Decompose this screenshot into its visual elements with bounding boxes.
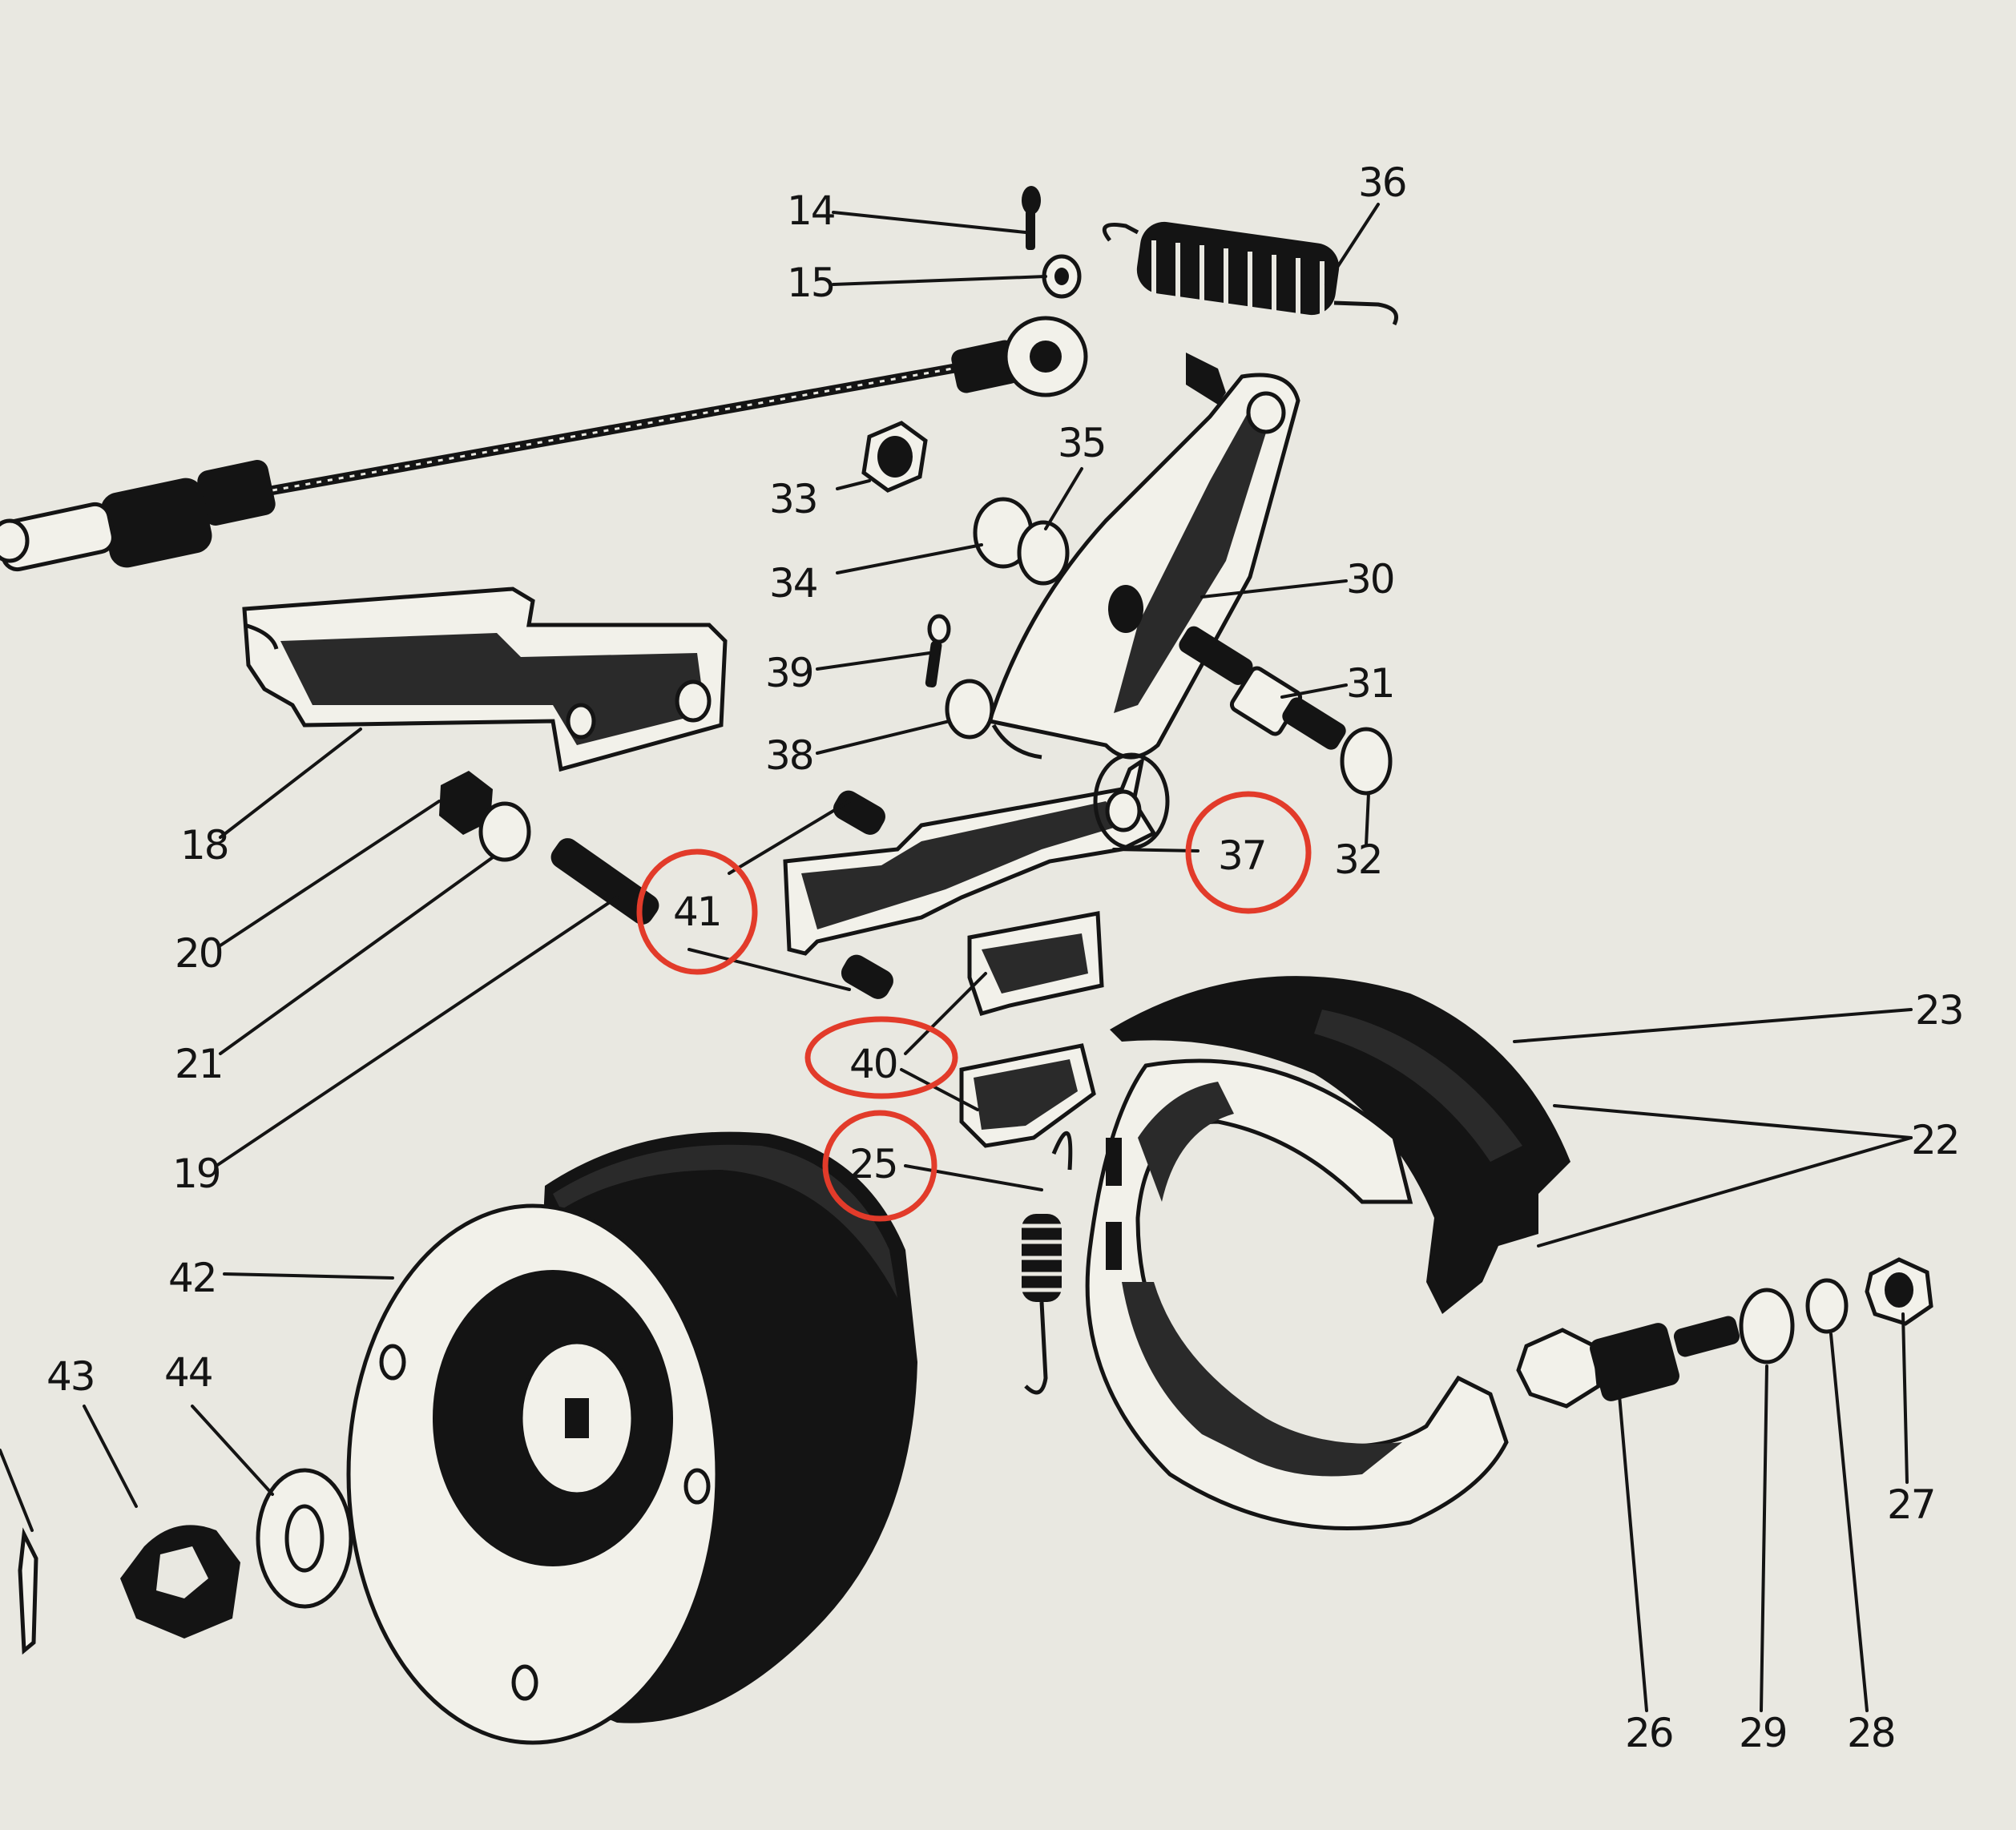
part-44-washer	[256, 1468, 353, 1609]
highlight-41	[636, 848, 758, 975]
label-38: 38	[765, 732, 813, 779]
part-33-nut	[861, 421, 928, 493]
label-21: 21	[175, 1041, 223, 1087]
part-21-washer	[478, 801, 531, 862]
highlight-37	[1185, 791, 1312, 914]
label-15: 15	[787, 260, 835, 306]
part-15-washer	[1042, 254, 1082, 299]
part-36-spring	[1102, 221, 1398, 326]
part-20-nut	[439, 771, 493, 835]
highlight-40	[804, 1016, 958, 1099]
part-38-washer	[945, 679, 994, 740]
label-18: 18	[180, 822, 228, 869]
label-20: 20	[175, 930, 223, 977]
part-40-tappet-lower	[959, 1043, 1096, 1148]
label-19: 19	[172, 1151, 220, 1197]
part-27-nut	[1865, 1257, 1933, 1326]
part-29-washer	[1739, 1288, 1795, 1364]
label-30: 30	[1346, 556, 1394, 603]
label-42: 42	[168, 1255, 216, 1301]
part-32-washer	[1340, 727, 1393, 796]
part-30-lever	[986, 353, 1300, 760]
label-33: 33	[769, 476, 817, 522]
split-pin-partial	[18, 1527, 38, 1655]
part-37-arm	[783, 752, 1170, 956]
label-32: 32	[1334, 836, 1382, 883]
label-27: 27	[1887, 1481, 1935, 1528]
label-28: 28	[1847, 1710, 1895, 1756]
highlight-circles	[636, 791, 1312, 1222]
label-29: 29	[1739, 1710, 1787, 1756]
label-40: 40	[849, 1041, 897, 1087]
label-14: 14	[787, 187, 835, 234]
label-23: 23	[1915, 987, 1963, 1034]
part-28-washer	[1805, 1278, 1849, 1334]
part-26-adjuster	[1516, 1316, 1740, 1409]
part-43-castle-nut	[120, 1525, 240, 1639]
label-26: 26	[1625, 1710, 1673, 1756]
part-23-brake-lining	[1110, 976, 1570, 1314]
part-31-stud	[1179, 626, 1346, 750]
part-14-split-pin	[1022, 186, 1041, 250]
label-37: 37	[1218, 832, 1266, 879]
label-22: 22	[1911, 1117, 1959, 1163]
label-25: 25	[849, 1141, 897, 1187]
label-36: 36	[1358, 159, 1406, 206]
label-43: 43	[46, 1353, 95, 1400]
part-39-split-pin	[925, 614, 951, 688]
label-44: 44	[164, 1349, 212, 1396]
label-31: 31	[1346, 660, 1394, 707]
part-40-tappet-upper	[967, 911, 1104, 1017]
part-25-spring	[1022, 1131, 1073, 1395]
brake-cable	[0, 316, 1088, 572]
label-34: 34	[769, 560, 817, 607]
part-18-bracket	[242, 586, 728, 772]
label-39: 39	[765, 650, 813, 696]
part-labels: 14 15 36 35 33 34 30 39 38 31 18 37 32 4…	[46, 159, 1965, 1756]
label-35: 35	[1058, 420, 1106, 466]
part-35-washer	[1017, 520, 1070, 586]
highlight-25	[822, 1110, 937, 1222]
part-19-stud	[550, 838, 659, 925]
label-41: 41	[673, 889, 721, 935]
part-22-brake-shoe	[1085, 1058, 1509, 1530]
leader-lines	[0, 203, 1913, 1712]
part-42-brake-drum	[346, 1131, 917, 1745]
